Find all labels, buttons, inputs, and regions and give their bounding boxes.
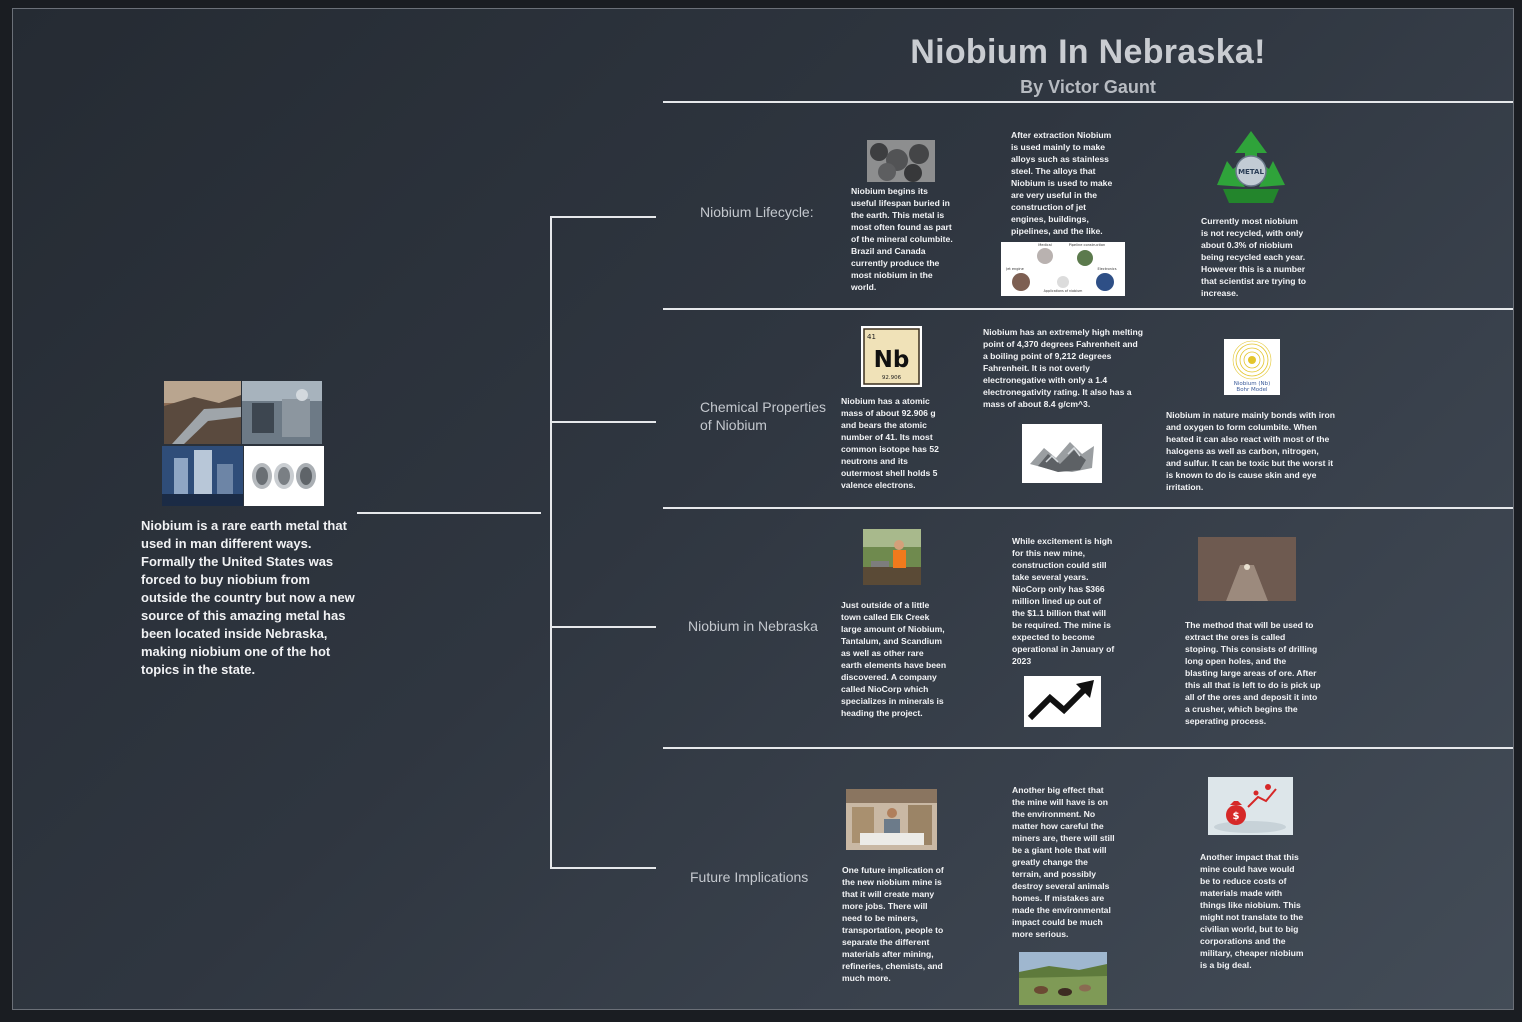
- page-title: Niobium In Nebraska!: [910, 33, 1266, 71]
- header-divider: [663, 101, 1513, 103]
- trend-up-icon: [1024, 676, 1101, 727]
- page-subtitle: By Victor Gaunt: [1020, 77, 1156, 97]
- lifecycle-note-3: Currently most niobium is not recycled, …: [1201, 216, 1307, 298]
- chemical-note-3: Niobium in nature mainly bonds with iron…: [1166, 410, 1336, 492]
- intro-text: Niobium is a rare earth metal that used …: [141, 518, 355, 677]
- future-note-3: Another impact that this mine could have…: [1200, 852, 1304, 970]
- bohr-model-label-2: Bohr Model: [1236, 387, 1268, 393]
- nebraska-note-3: The method that will be used to extract …: [1185, 620, 1321, 726]
- branch-connector-4: [550, 867, 656, 869]
- diagram-label-pipeline: Pipeline construction: [1069, 243, 1106, 247]
- city-photo: [162, 446, 243, 506]
- element-number: 41: [867, 333, 876, 341]
- diagram-label-medical: Medical: [1038, 243, 1051, 247]
- future-note-2: Another big effect that the mine will ha…: [1012, 785, 1115, 939]
- element-symbol: Nb: [874, 347, 910, 373]
- chemical-note-1: Niobium has a atomic mass of about 92.90…: [841, 396, 939, 490]
- chemical-note-2: Niobium has an extremely high melting po…: [983, 327, 1143, 409]
- element-mass: 92.906: [882, 375, 902, 381]
- branch-connector-1: [550, 216, 656, 218]
- money-impact-icon: $: [1208, 777, 1293, 835]
- recycle-metal-icon: METAL: [1209, 127, 1293, 209]
- branch-label-future[interactable]: Future Implications: [690, 869, 809, 885]
- divider-3: [663, 747, 1513, 749]
- steel-pipes-photo: [244, 446, 324, 506]
- diagram-label-jet: Jet engine: [1005, 267, 1024, 271]
- branch-label-nebraska[interactable]: Niobium in Nebraska: [688, 618, 818, 634]
- bohr-model-label-1: Niobium (Nb): [1234, 381, 1271, 387]
- recycle-badge-text: METAL: [1238, 168, 1264, 176]
- trunk-line: [550, 217, 552, 868]
- factory-photo: [242, 381, 322, 444]
- niobium-element-tile: 41 Nb 92.906: [861, 326, 922, 387]
- branch-connector-3: [550, 626, 656, 628]
- niobium-crystals-photo: [1022, 424, 1102, 483]
- future-note-1: One future implication of the new niobiu…: [842, 865, 944, 983]
- cattle-field-photo: [1019, 952, 1107, 1005]
- lifecycle-note-1: Niobium begins its useful lifespan burie…: [851, 186, 953, 292]
- diagram-label-center: Applications of niobium: [1044, 289, 1083, 293]
- diagram-label-electronics: Electronics: [1097, 267, 1116, 271]
- branch-label-chemical[interactable]: Chemical Properties of Niobium: [700, 399, 827, 433]
- divider-2: [663, 507, 1513, 509]
- branch-connector-2: [550, 421, 656, 423]
- mind-map-canvas: Niobium In Nebraska! By Victor Gaunt Nio…: [12, 8, 1514, 1010]
- columbite-ore-photo: [867, 140, 935, 182]
- divider-1: [663, 308, 1513, 310]
- worker-field-photo: [863, 529, 921, 585]
- warehouse-worker-photo: [846, 789, 937, 850]
- svg-text:$: $: [1233, 811, 1240, 822]
- applications-diagram: Medical Pipeline construction Jet engine…: [1001, 242, 1125, 296]
- bohr-model-icon: Niobium (Nb) Bohr Model: [1224, 339, 1280, 395]
- mine-tunnel-photo: [1198, 537, 1296, 601]
- branch-label-lifecycle[interactable]: Niobium Lifecycle:: [700, 204, 814, 220]
- nebraska-note-2: While excitement is high for this new mi…: [1012, 536, 1115, 666]
- nebraska-note-1: Just outside of a little town called Elk…: [841, 600, 947, 718]
- lifecycle-note-2: After extraction Niobium is used mainly …: [1011, 130, 1113, 236]
- pipeline-photo: [164, 381, 241, 444]
- root-connector: [357, 512, 541, 514]
